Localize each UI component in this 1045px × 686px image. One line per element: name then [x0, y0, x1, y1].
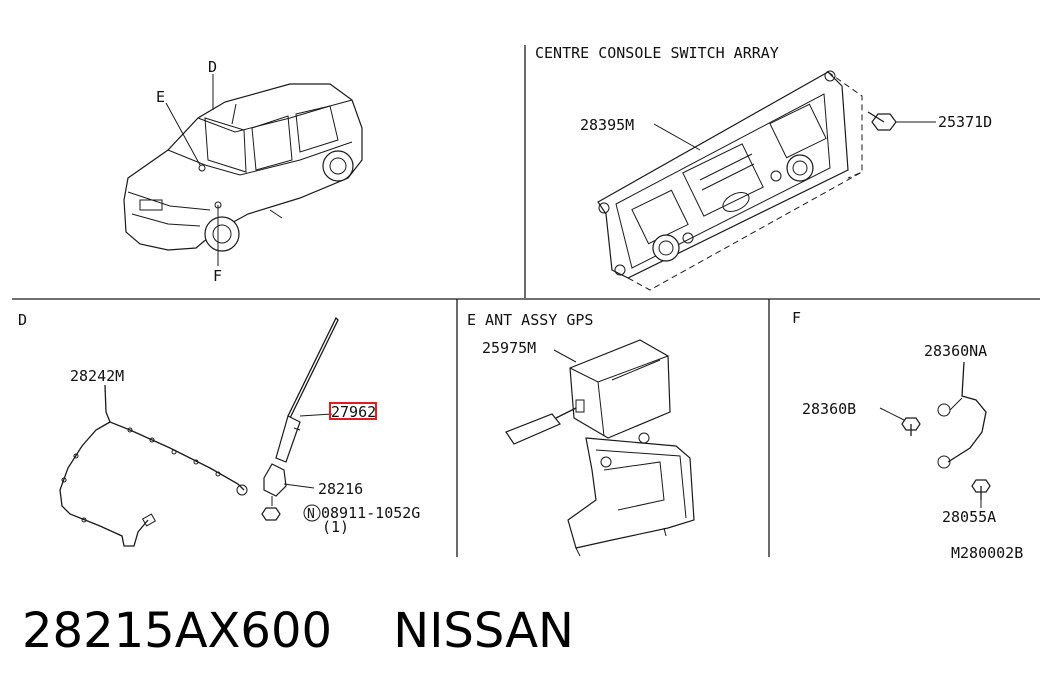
part-caption: 28215AX600 NISSAN — [22, 596, 574, 666]
bolt-part: 28360B — [802, 400, 856, 418]
console-part-screw: 25371D — [938, 113, 992, 131]
antenna-leader — [299, 413, 333, 417]
base-leader — [283, 483, 315, 489]
diagram-code: M280002B — [951, 544, 1023, 562]
nut-quantity: (1) — [322, 518, 349, 536]
harness-part: 28242M — [70, 367, 124, 385]
ground-cable — [937, 361, 987, 469]
panel-dividers — [12, 45, 1040, 557]
parts-diagram: D E F CENTRE CONSOLE SWITCH ARRAY 28395M… — [12, 44, 1040, 562]
nut-n-circle — [303, 504, 321, 522]
nut-circle-letter: N — [307, 507, 315, 522]
gps-bracket — [567, 432, 695, 557]
antenna-part-highlight — [329, 402, 377, 420]
base-part: 28216 — [318, 480, 363, 498]
screw-part: 28055A — [942, 508, 996, 526]
cable-part: 28360NA — [924, 342, 987, 360]
gps-antenna — [505, 339, 671, 445]
antenna-part: 27962 — [331, 403, 376, 421]
console-part-main: 28395M — [580, 116, 634, 134]
console-switch-array — [597, 70, 863, 291]
gps-part-leader — [553, 349, 577, 363]
overview-callouts: D E F — [156, 58, 222, 285]
panel-d-title: D — [18, 311, 27, 329]
brand-name: NISSAN — [393, 603, 574, 659]
part-number: 28215AX600 — [22, 603, 333, 659]
ground-bolt — [879, 407, 921, 436]
antenna-base — [261, 463, 287, 521]
label-e: E — [156, 88, 165, 106]
label-d: D — [208, 58, 217, 76]
panel-f-title: F — [792, 309, 801, 327]
car-illustration — [123, 83, 363, 252]
console-part-leader — [653, 123, 701, 151]
nut-part: 08911-1052G — [321, 504, 420, 522]
panel-e-title: E ANT ASSY GPS — [467, 311, 593, 329]
console-screw — [867, 111, 936, 131]
antenna-rod — [275, 316, 339, 463]
console-title: CENTRE CONSOLE SWITCH ARRAY — [535, 44, 779, 62]
gps-part: 25975M — [482, 339, 536, 357]
label-f: F — [213, 267, 222, 285]
antenna-harness — [59, 384, 248, 547]
ground-screw — [971, 479, 991, 508]
